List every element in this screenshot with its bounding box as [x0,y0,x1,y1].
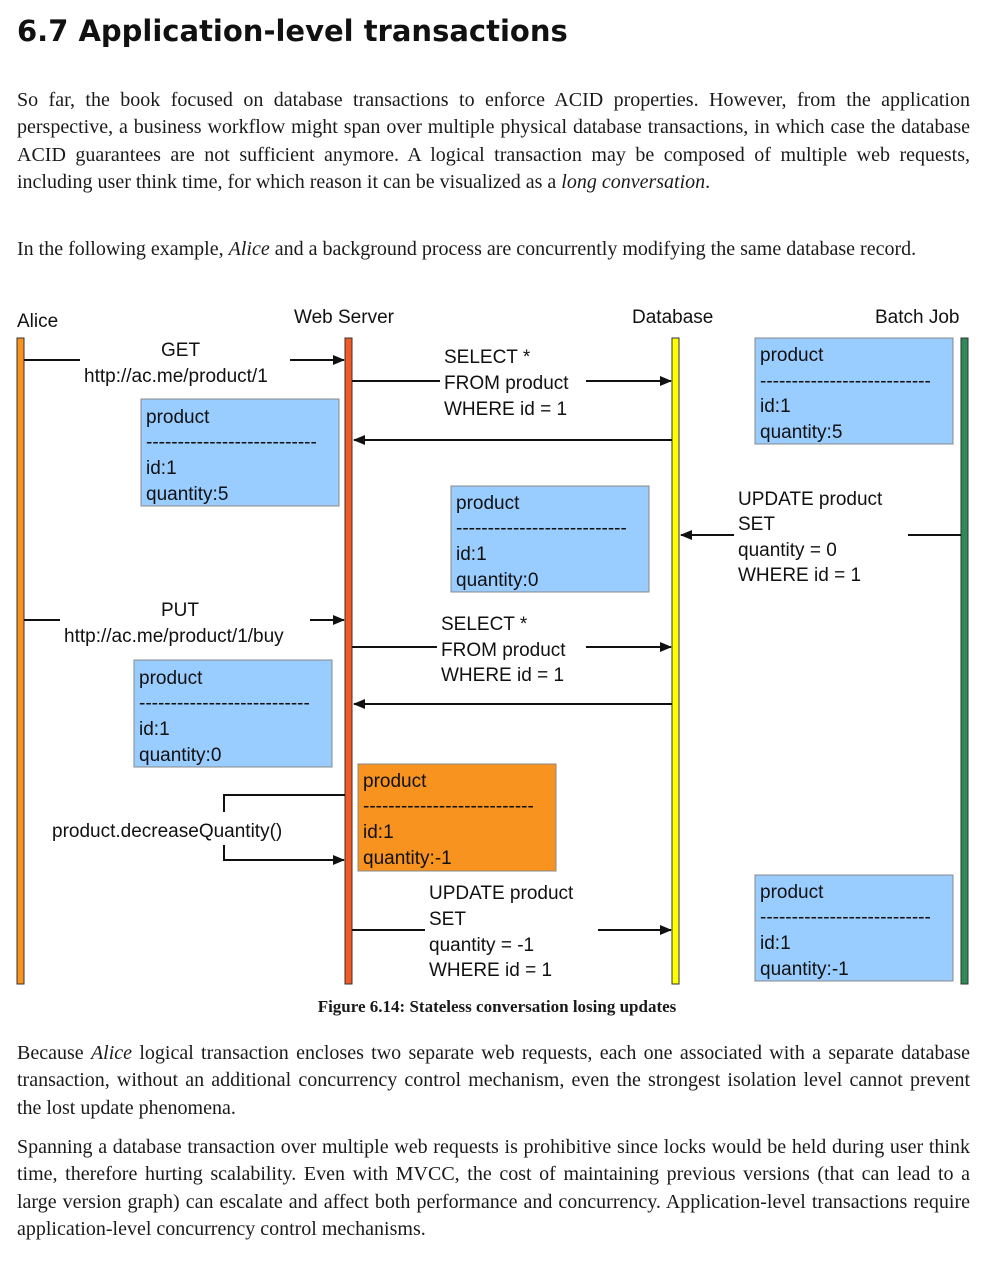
web-after-put-line-3: id:1 [139,719,170,740]
select2-line-3: WHERE id = 1 [441,665,564,686]
batch-initial-line-4: quantity:5 [760,422,842,443]
body-p1-emphasis: Alice [90,1042,133,1064]
db-after-batch-box [450,485,650,593]
batch-final-line-3: id:1 [760,933,791,954]
batch-update-line-3: quantity = 0 [738,540,837,561]
figure-caption: Figure 6.14: Stateless conversation losi… [317,997,677,1016]
web-after-put-line-2: --------------------------- [139,693,310,714]
body-p1-text-end: logical transaction encloses two separat… [17,1042,970,1119]
batch-final-line-2: --------------------------- [760,907,931,928]
lane-label-alice: Alice [17,311,58,332]
web-decreased-line-1: product [363,771,427,792]
lifeline-database [671,337,680,985]
batch-final-line-4: quantity:-1 [760,959,849,980]
lifeline-alice [16,337,25,985]
intro-paragraph-1: So far, the book focused on database tra… [17,87,970,197]
decrease-return-bracket [223,845,345,865]
batch-initial-line-3: id:1 [760,396,791,417]
batch-final-box [754,874,954,982]
update2-line-2: SET [429,909,466,930]
lane-label-web-server: Web Server [294,307,395,328]
db-after-batch-line-4: quantity:0 [456,570,538,591]
intro-paragraph-2: In the following example, Alice and a ba… [17,236,970,263]
web-decreased-box [357,763,557,872]
batch-initial-box [754,337,954,445]
batch-update-line-2: SET [738,514,775,535]
body-paragraph-2: Spanning a database transaction over mul… [17,1136,970,1241]
intro-p2-text-end: and a background process are concurrentl… [269,238,917,260]
body-p1-text-start: Because [17,1042,91,1064]
intro-p2-text-start: In the following example, [17,238,229,260]
get-method-label: GET [161,340,200,361]
select1-line-1: SELECT * [444,347,531,368]
batch-update-line-4: WHERE id = 1 [738,565,861,586]
page-title: 6.7 Application-level transactions [17,14,568,48]
web-decreased-line-2: --------------------------- [363,796,534,817]
select1-line-3: WHERE id = 1 [444,399,567,420]
db-after-batch-line-2: --------------------------- [456,518,627,539]
lifeline-web-server [344,337,353,985]
put-url-label: http://ac.me/product/1/buy [64,626,284,647]
update2-line-3: quantity = -1 [429,935,534,956]
body-paragraph-1: Because Alice logical transaction enclos… [17,1040,970,1122]
batch-initial-line-2: --------------------------- [760,371,931,392]
update2-line-4: WHERE id = 1 [429,960,552,981]
web-after-get-line-3: id:1 [146,458,177,479]
web-after-get-line-2: --------------------------- [146,432,317,453]
intro-p1-emphasis: long conversation [561,171,706,194]
db-after-batch-line-3: id:1 [456,544,487,565]
web-after-put-line-1: product [139,668,203,689]
web-after-get-box [140,398,340,507]
select2-line-1: SELECT * [441,614,528,635]
put-method-label: PUT [161,600,199,621]
lifeline-batch-job [960,337,969,985]
web-after-put-box [133,659,333,768]
web-decreased-line-4: quantity:-1 [363,848,452,869]
intro-p1-text-start: So far, the book focused on database tra… [17,89,970,194]
batch-update-line-1: UPDATE product [738,489,883,510]
db-after-batch-line-1: product [456,493,520,514]
web-decreased-line-3: id:1 [363,822,394,843]
intro-p1-text-end: . [705,171,711,194]
intro-p2-emphasis: Alice [228,238,270,260]
select1-line-2: FROM product [444,373,569,394]
web-after-put-line-4: quantity:0 [139,745,221,766]
select2-line-2: FROM product [441,640,566,661]
batch-initial-line-1: product [760,345,824,366]
web-after-get-line-1: product [146,407,210,428]
lane-label-batch-job: Batch Job [875,307,960,328]
batch-final-line-1: product [760,882,824,903]
web-after-get-line-4: quantity:5 [146,484,228,505]
get-url-label: http://ac.me/product/1 [84,366,268,387]
lane-label-database: Database [632,307,713,328]
decrease-call-bracket [223,794,345,812]
decrease-quantity-label: product.decreaseQuantity() [52,821,282,842]
sequence-diagram: Alice Web Server Database Batch Job GET … [16,307,969,985]
update2-line-1: UPDATE product [429,883,574,904]
